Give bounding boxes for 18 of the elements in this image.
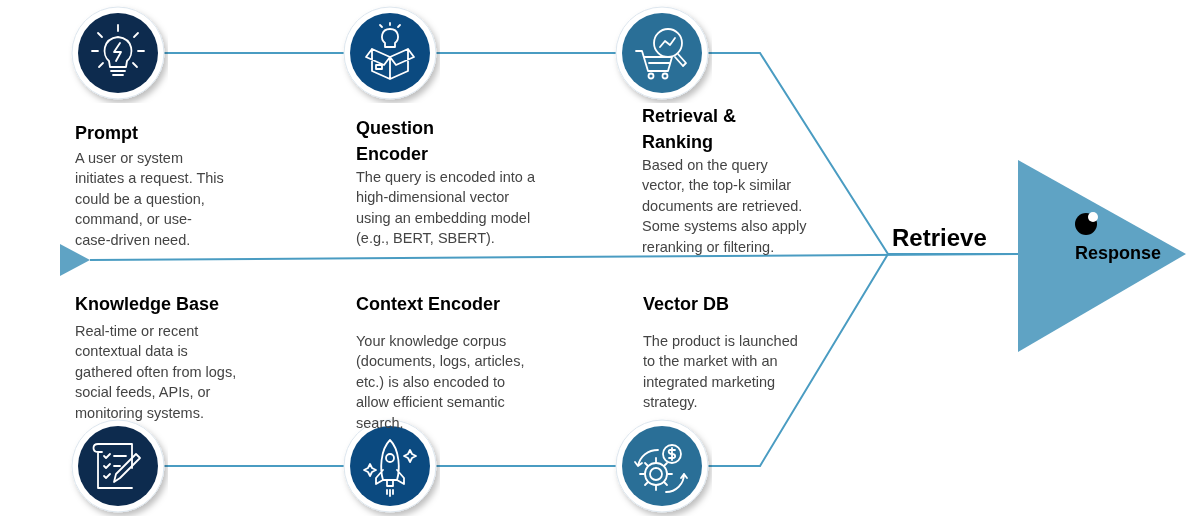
step-description: The product is launched to the market with an integrated marketing strategy.: [643, 332, 799, 413]
step-heading: Question Encoder: [356, 117, 435, 166]
step-heading: Knowledge Base: [75, 293, 221, 316]
step-description: Real-time or recent contextual data is gathered often from logs, social feeds, APIs, or monitoring systems.: [75, 322, 238, 423]
step-description: Based on the query vector, the top-k similar documents are retrieved. Some systems also apply reranking or filtering.: [642, 156, 808, 257]
response-label: Response: [1075, 243, 1162, 264]
step-heading: Vector DB: [643, 293, 731, 316]
connector-line: [163, 52, 345, 54]
step-description: Your knowledge corpus (documents, logs, articles, etc.) is also encoded to allow efficient semantic search.: [356, 332, 526, 433]
step-description: The query is encoded into a high-dimensional vector using an embedding model (e.g., BERT, SBERT).: [356, 168, 536, 249]
connector-line: [435, 52, 617, 54]
step-description: A user or system initiates a request. This could be a question, command, or use-case-driven need.: [75, 149, 225, 250]
edge-label: Retrieve: [892, 224, 987, 252]
connector-line: [435, 465, 617, 467]
step-heading: Prompt: [75, 122, 139, 145]
connector-line: [163, 465, 345, 467]
step-heading: Retrieval & Ranking: [642, 105, 738, 154]
step-heading: Context Encoder: [356, 293, 502, 316]
